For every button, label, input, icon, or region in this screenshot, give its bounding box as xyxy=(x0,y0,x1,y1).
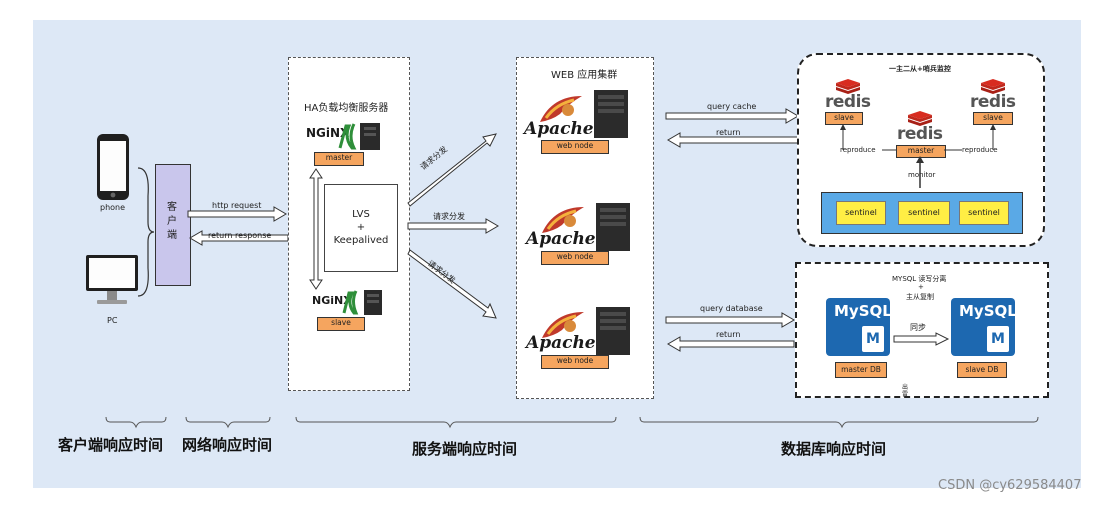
apache-logo-3: Apache xyxy=(526,333,596,353)
cache-arrows xyxy=(665,108,799,148)
ha-title: HA负载均衡服务器 xyxy=(304,103,389,114)
slave-db-tag: slave DB xyxy=(957,362,1007,378)
server-response-time: 服务端响应时间 xyxy=(412,440,518,458)
client-box-label: 客户端 xyxy=(167,202,177,241)
web-server-icon-3 xyxy=(596,307,630,355)
redis-slave-tag-left: slave xyxy=(825,112,863,125)
web-server-icon-2 xyxy=(596,203,630,251)
keepalived-label: Keepalived xyxy=(333,235,389,246)
monitor-label: monitor xyxy=(908,171,936,179)
sentinel-box-1: sentinel xyxy=(836,201,886,225)
redis-cluster-title: 一主二从+哨兵监控 xyxy=(889,65,951,73)
web-cluster-box xyxy=(516,57,654,399)
redis-cube-icon-right xyxy=(981,79,1005,94)
cache-return-label: return xyxy=(716,128,741,137)
database-arrows xyxy=(665,312,795,352)
mysql-title-line1: MYSQL 读写分离 xyxy=(892,275,947,283)
redis-logo-left: redis xyxy=(825,92,871,112)
network-arrows xyxy=(187,206,289,246)
mysql-logo-master: MySQL xyxy=(834,302,892,320)
web-server-icon-1 xyxy=(594,90,628,138)
http-request-label: http request xyxy=(212,201,262,210)
mysql-title-line3: 主从复制 xyxy=(906,293,934,301)
redis-master-tag: master xyxy=(896,145,946,158)
apache-logo-1: Apache xyxy=(524,119,594,139)
web-node-tag-2: web node xyxy=(541,251,609,265)
query-database-label: query database xyxy=(700,304,763,313)
nginx-logo-slave: NGiNX xyxy=(312,294,352,307)
pc-icon xyxy=(86,255,138,304)
timeline-braces xyxy=(105,416,1039,429)
network-response-time: 网络响应时间 xyxy=(182,436,273,454)
phone-label: phone xyxy=(100,203,126,212)
dispatch-arrows xyxy=(407,133,499,319)
sentinel-box-3: sentinel xyxy=(959,201,1009,225)
master-db-tag: master DB xyxy=(835,362,887,378)
client-response-time: 客户端响应时间 xyxy=(58,436,164,454)
phone-icon xyxy=(97,134,129,200)
pc-label: PC xyxy=(107,316,118,325)
client-box: 客户端 xyxy=(155,164,191,286)
sentinel-box-2: sentinel xyxy=(898,201,950,225)
web-cluster-title: WEB 应用集群 xyxy=(551,70,618,81)
mysql-logo-slave: MySQL xyxy=(959,302,1017,320)
redis-cube-icon-master xyxy=(908,111,932,126)
client-brace xyxy=(137,167,155,297)
sync-arrow xyxy=(893,332,950,346)
mysql-slave-icon: MySQL M xyxy=(951,298,1017,356)
web-node-tag-3: web node xyxy=(541,355,609,369)
lvs-label: LVS xyxy=(352,209,370,220)
watermark: CSDN @cy629584407 xyxy=(938,478,1082,493)
reproduce-label-left: reproduce xyxy=(840,146,876,154)
mysql-m-badge-master: M xyxy=(862,326,884,352)
lvs-double-arrow xyxy=(309,168,323,290)
query-cache-label: query cache xyxy=(707,102,757,111)
redis-replication-arrows xyxy=(840,124,996,188)
web-node-tag-1: web node xyxy=(541,140,609,154)
apache-feather-icon-3 xyxy=(542,312,584,338)
apache-feather-icon-2 xyxy=(542,207,584,233)
mysql-master-icon: MySQL M xyxy=(826,298,892,356)
database-return-label: return xyxy=(716,330,741,339)
mysql-stray-text: 出 雷 xyxy=(902,384,909,398)
mysql-title-line2: + xyxy=(918,283,924,291)
lvs-keepalived-box: LVS + Keepalived xyxy=(324,184,398,272)
apache-feather-icon-1 xyxy=(540,96,582,122)
lvs-plus: + xyxy=(356,222,366,233)
mysql-m-badge-slave: M xyxy=(987,326,1009,352)
sync-label: 同步 xyxy=(910,323,926,332)
nginx-slave-tag: slave xyxy=(317,317,365,331)
dispatch-label-mid: 请求分发 xyxy=(433,212,465,221)
database-response-time: 数据库响应时间 xyxy=(781,440,887,458)
nginx-server-icon-slave xyxy=(342,290,382,315)
redis-logo-right: redis xyxy=(970,92,1016,112)
nginx-server-icon-master xyxy=(338,123,380,150)
apache-logo-2: Apache xyxy=(526,229,596,249)
redis-logo-master: redis xyxy=(897,124,943,144)
reproduce-label-right: reproduce xyxy=(962,146,998,154)
nginx-master-tag: master xyxy=(314,152,364,166)
redis-cube-icon-left xyxy=(836,79,860,94)
return-response-label: return response xyxy=(208,231,272,240)
nginx-logo-master: NGiNX xyxy=(306,126,350,140)
